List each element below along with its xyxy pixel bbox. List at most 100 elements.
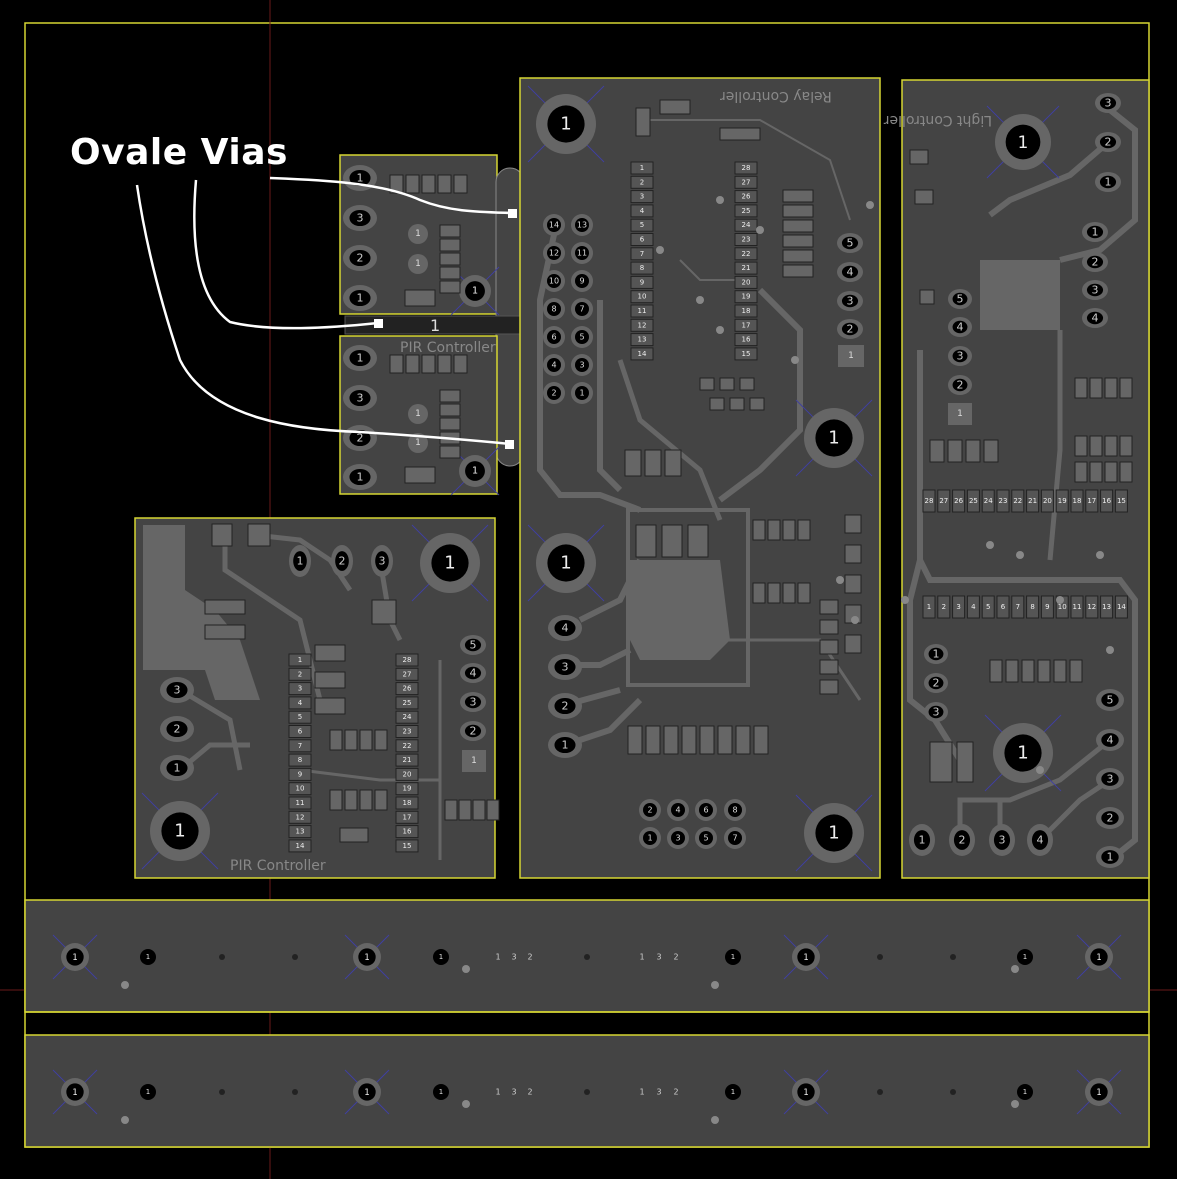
- smd-pad: [1104, 435, 1118, 457]
- mounting-hole: [1090, 1083, 1108, 1101]
- pad-label: 5: [847, 237, 854, 250]
- smd-pad: [439, 445, 461, 459]
- oval-pad-hole: [1086, 225, 1104, 239]
- pad-label: 1: [562, 739, 569, 752]
- mounting-hole: [547, 544, 585, 582]
- ic-pin-label: 20: [403, 770, 412, 778]
- smd-pad: [1053, 659, 1067, 683]
- ic-pin: [734, 161, 758, 175]
- ic-pin: [1114, 489, 1128, 513]
- oval-pad-hole: [349, 209, 371, 227]
- strip-pad: [140, 1084, 156, 1100]
- ic-pin: [952, 595, 966, 619]
- ic-pin-label: 11: [296, 799, 305, 807]
- pad: [408, 224, 428, 244]
- ic-pin-label: 19: [1058, 497, 1067, 505]
- oval-pad-hole: [953, 830, 971, 850]
- strip-pin-label: 3: [511, 1088, 516, 1097]
- smd-pad: [1119, 377, 1133, 399]
- smd-pad: [1074, 435, 1088, 457]
- ic-pin-label: 25: [742, 207, 751, 215]
- ic-pin-label: 21: [403, 756, 412, 764]
- oval-pad-hole: [1101, 772, 1119, 786]
- ic-pin-label: 27: [403, 670, 412, 678]
- ic-pin: [937, 595, 951, 619]
- ic-pin-label: 8: [640, 264, 644, 272]
- ic-pin: [734, 261, 758, 275]
- ic-pin: [288, 725, 312, 738]
- ic-pin-label: 15: [403, 842, 412, 850]
- header-hole: [547, 386, 561, 400]
- oval-pad-hole: [952, 320, 968, 334]
- ic-pin-label: 16: [403, 828, 412, 836]
- smd-pad: [371, 599, 397, 625]
- via: [756, 226, 764, 234]
- header-pad-label: 4: [551, 361, 556, 370]
- smd-pad: [344, 789, 358, 811]
- ic-pin: [1011, 595, 1025, 619]
- mounting-hole: [465, 281, 485, 301]
- strip-pin-label: 1: [495, 1088, 500, 1097]
- smd-pad: [797, 582, 811, 604]
- smd-pad: [472, 799, 486, 821]
- via: [711, 981, 719, 989]
- ic-pin-label: 12: [1087, 603, 1096, 611]
- smd-pad: [1089, 435, 1103, 457]
- oval-pad-hole: [554, 619, 576, 637]
- via: [1106, 646, 1114, 654]
- pad-label: 2: [470, 725, 477, 738]
- ic-pin: [288, 796, 312, 810]
- strip-small-pad: [877, 1089, 883, 1095]
- via: [1016, 551, 1024, 559]
- pad-label: 1: [471, 756, 477, 766]
- ic-pin: [288, 682, 312, 696]
- oval-pad-hole: [1086, 283, 1104, 297]
- ic-pin: [288, 710, 312, 724]
- oval-pad-hole: [349, 169, 371, 187]
- ic-pin-label: 1: [640, 164, 644, 172]
- mounting-hole-label: 1: [72, 952, 77, 962]
- ic-pin-label: 20: [1043, 497, 1052, 505]
- ovale-vias-annotation: Ovale Vias: [70, 132, 288, 173]
- pad-label: 3: [1092, 284, 1099, 297]
- pad-label: 2: [357, 432, 364, 445]
- ic-pin-label: 9: [640, 278, 644, 286]
- strip-pin-label: 2: [527, 953, 532, 962]
- mounting-hole-label: 1: [472, 286, 478, 297]
- ic-pin-label: 3: [298, 685, 302, 693]
- smd-pad: [359, 729, 373, 751]
- mounting-hole-label: 1: [1017, 743, 1028, 764]
- pad-label: 2: [339, 555, 346, 568]
- oval-pad-hole: [464, 666, 482, 680]
- smd-pad: [782, 582, 796, 604]
- smd-pad: [439, 417, 461, 431]
- strip-pin-label: 2: [673, 953, 678, 962]
- ic-pin: [1040, 489, 1054, 513]
- strip-pin-label: 1: [495, 953, 500, 962]
- smd-pad: [719, 127, 761, 141]
- header-pad-label: 3: [675, 834, 680, 843]
- pad-label: 1: [415, 259, 421, 269]
- pad-label: 2: [1107, 812, 1114, 825]
- smd-pad: [782, 189, 814, 203]
- header-pad-label: 1: [647, 834, 652, 843]
- header-hole: [547, 330, 561, 344]
- smd-pad: [204, 624, 246, 640]
- smd-pad: [819, 619, 839, 635]
- ic-pin-label: 7: [1016, 603, 1020, 611]
- oval-pad-hole: [1101, 733, 1119, 747]
- strip-small-pad: [950, 1089, 956, 1095]
- header-pad-label: 5: [579, 333, 584, 342]
- ic-pin-label: 1: [298, 656, 302, 664]
- via: [791, 356, 799, 364]
- mounting-hole: [815, 419, 853, 457]
- header-pad-label: 11: [577, 249, 587, 258]
- smd-pad: [1005, 659, 1019, 683]
- header-hole: [575, 302, 589, 316]
- oval-pad-hole: [349, 349, 371, 367]
- ic-pin: [395, 810, 419, 824]
- smd-pad: [752, 582, 766, 604]
- ic-pin: [630, 190, 654, 204]
- pad-label: 3: [470, 696, 477, 709]
